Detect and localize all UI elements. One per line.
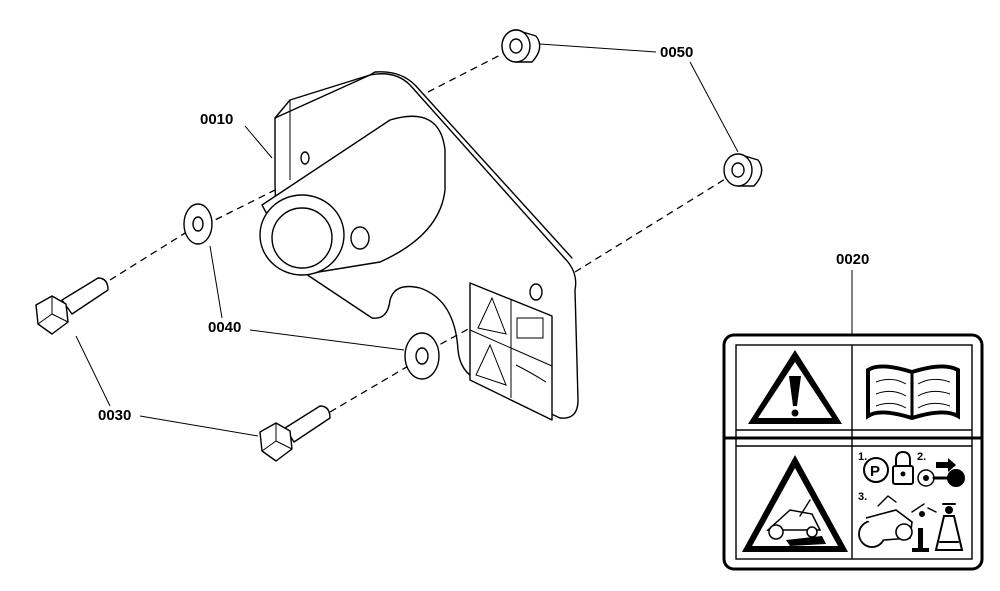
label-0020: 0020 [836,251,869,268]
parking-brake-icon: P [863,457,889,483]
hex-bolt-lower [259,405,331,462]
leader-lines [75,43,853,437]
crush-hazard-icon [742,455,848,552]
label-0010: 0010 [200,111,233,128]
jack-stand-icon [912,503,964,552]
washer-lower [404,332,440,380]
bracket-hole-top [300,151,310,165]
flange-nut-right [723,153,763,187]
decal-step-3: 3. [858,491,867,503]
remove-key-icon [917,458,965,487]
bracket-tube-bore [271,207,333,269]
label-0030: 0030 [98,407,131,424]
hex-bolt-upper [35,277,109,335]
decal-step-1: 1. [858,451,867,463]
bracket-part-0010 [259,71,579,421]
warning-triangle-icon [748,350,842,424]
parking-symbol: P [870,463,880,480]
manual-book-icon [866,364,960,421]
bracket-plate-edge [369,71,573,259]
decal-step-2: 2. [917,451,926,463]
lock-icon [892,451,914,485]
safety-decal-0020: 1. P 2. 3. [722,333,984,571]
flange-nut-upper [501,29,541,63]
bracket-mini-decal [469,282,553,421]
bracket-cross-hole [350,226,370,250]
washer-upper [183,203,213,245]
assembly-lines [109,49,731,413]
bracket-hole-upper [529,283,543,301]
label-0040: 0040 [208,319,241,336]
mower-service-icon [858,495,937,548]
label-0050: 0050 [660,44,693,61]
